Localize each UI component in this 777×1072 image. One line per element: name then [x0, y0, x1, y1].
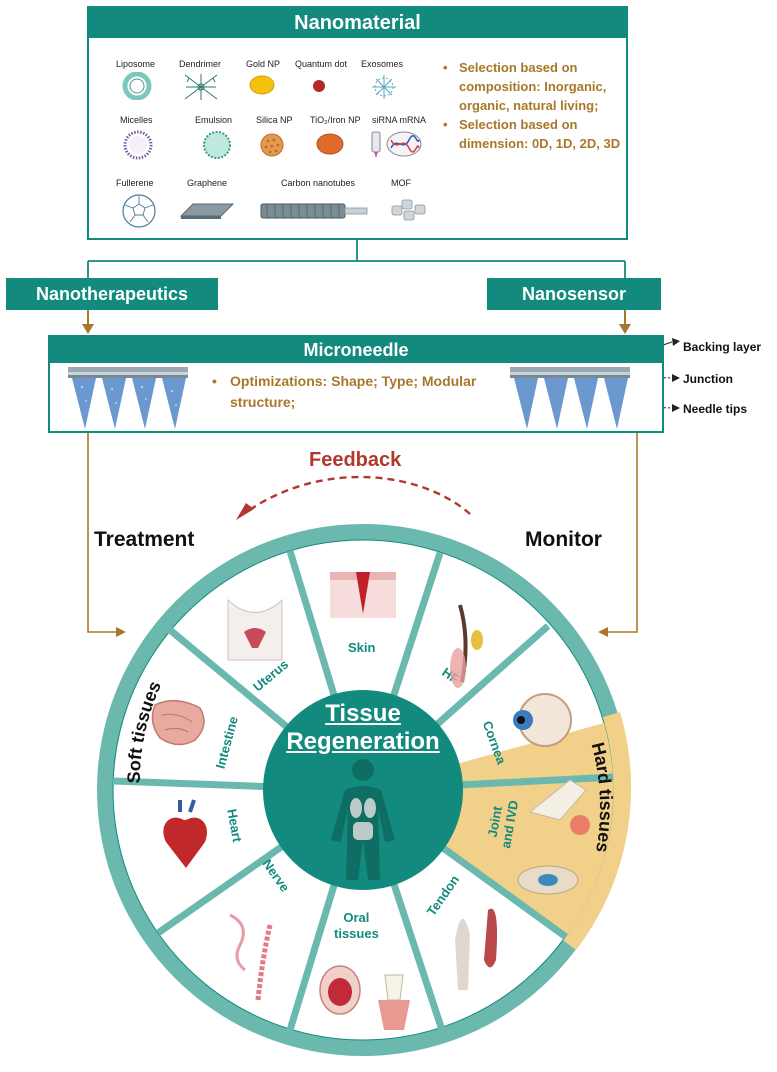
mof-label: MOF — [391, 178, 411, 188]
liposome-label: Liposome — [116, 59, 156, 69]
microneedle-left-icon — [68, 367, 188, 429]
fullerene-label: Fullerene — [116, 178, 154, 188]
dendrimer-label: Dendrimer — [179, 59, 222, 69]
mof-icon — [391, 199, 426, 221]
callout-backing-layer: Backing layer — [683, 340, 762, 354]
graphene-label: Graphene — [187, 178, 228, 188]
microneedle-panel: Microneedle •Optimizations: Shape; Type;… — [48, 335, 664, 433]
tendon-icon — [455, 908, 497, 990]
nanotherapeutics-box: Nanotherapeutics — [6, 278, 218, 310]
treatment-label: Treatment — [94, 528, 195, 551]
sirna-mrna-label: siRNA mRNA — [372, 115, 427, 125]
gold-np-label: Gold NP — [246, 59, 281, 69]
exosomes-icon — [372, 75, 396, 99]
nanomaterial-bullets: •Selection based on composition: Inorgan… — [443, 58, 625, 153]
tio2-iron-np-icon — [316, 133, 344, 155]
quantum-dot-label: Quantum dot — [295, 59, 348, 69]
intestine-icon — [151, 699, 205, 746]
quantum-dot-icon — [313, 80, 325, 92]
microneedle-bullet: •Optimizations: Shape; Type; Modular str… — [212, 373, 477, 410]
callout-junction: Junction — [683, 372, 733, 386]
carbon-nanotubes-label: Carbon nanotubes — [281, 178, 356, 188]
micelles-label: Micelles — [120, 115, 153, 125]
organs-icon — [350, 798, 376, 840]
callout-needle-tips: Needle tips — [683, 402, 748, 416]
skin-label: Skin — [348, 640, 376, 655]
nanosensor-box: Nanosensor — [487, 278, 661, 310]
emulsion-icon — [203, 131, 231, 159]
skin-icon — [330, 572, 396, 618]
nanomaterial-title: Nanomaterial — [89, 8, 626, 38]
emulsion-label: Emulsion — [195, 115, 233, 125]
exosomes-label: Exosomes — [361, 59, 404, 69]
feedback-label: Feedback — [309, 449, 402, 471]
silica-np-label: Silica NP — [256, 115, 293, 125]
nanomaterial-panel: Nanomaterial Liposome Dendrimer Gold NP … — [87, 6, 628, 240]
dendrimer-icon — [184, 74, 218, 100]
liposome-icon — [122, 72, 152, 100]
tio2-iron-np-label: TiO₂/Iron NP — [310, 115, 361, 125]
center-title: Tissue Regeneration — [263, 700, 463, 756]
micelles-icon — [123, 130, 153, 160]
microneedle-right-icon — [510, 367, 630, 429]
bullet-dimension: •Selection based on dimension: 0D, 1D, 2… — [443, 117, 621, 151]
eye-icon — [513, 693, 572, 747]
sirna-mrna-icon — [371, 131, 422, 158]
oral-tissues-icon — [319, 965, 410, 1030]
fullerene-icon — [122, 194, 156, 228]
hair-follicle-icon — [450, 604, 483, 688]
center-title-line1: Tissue — [325, 700, 401, 727]
monitor-label: Monitor — [525, 528, 602, 551]
carbon-nanotubes-icon — [260, 203, 368, 219]
heart-icon — [163, 799, 208, 868]
microneedle-title: Microneedle — [50, 337, 662, 363]
nerve-icon — [229, 913, 273, 1001]
center-title-line2: Regeneration — [286, 728, 440, 755]
oral-tissues-label: Oral tissues — [334, 910, 379, 941]
graphene-icon — [179, 203, 235, 219]
silica-np-icon — [260, 133, 284, 157]
joint-ivd-icon — [517, 779, 590, 895]
bullet-composition: •Selection based on composition: Inorgan… — [443, 60, 607, 113]
uterus-icon — [227, 598, 283, 661]
gold-np-icon — [249, 75, 275, 95]
